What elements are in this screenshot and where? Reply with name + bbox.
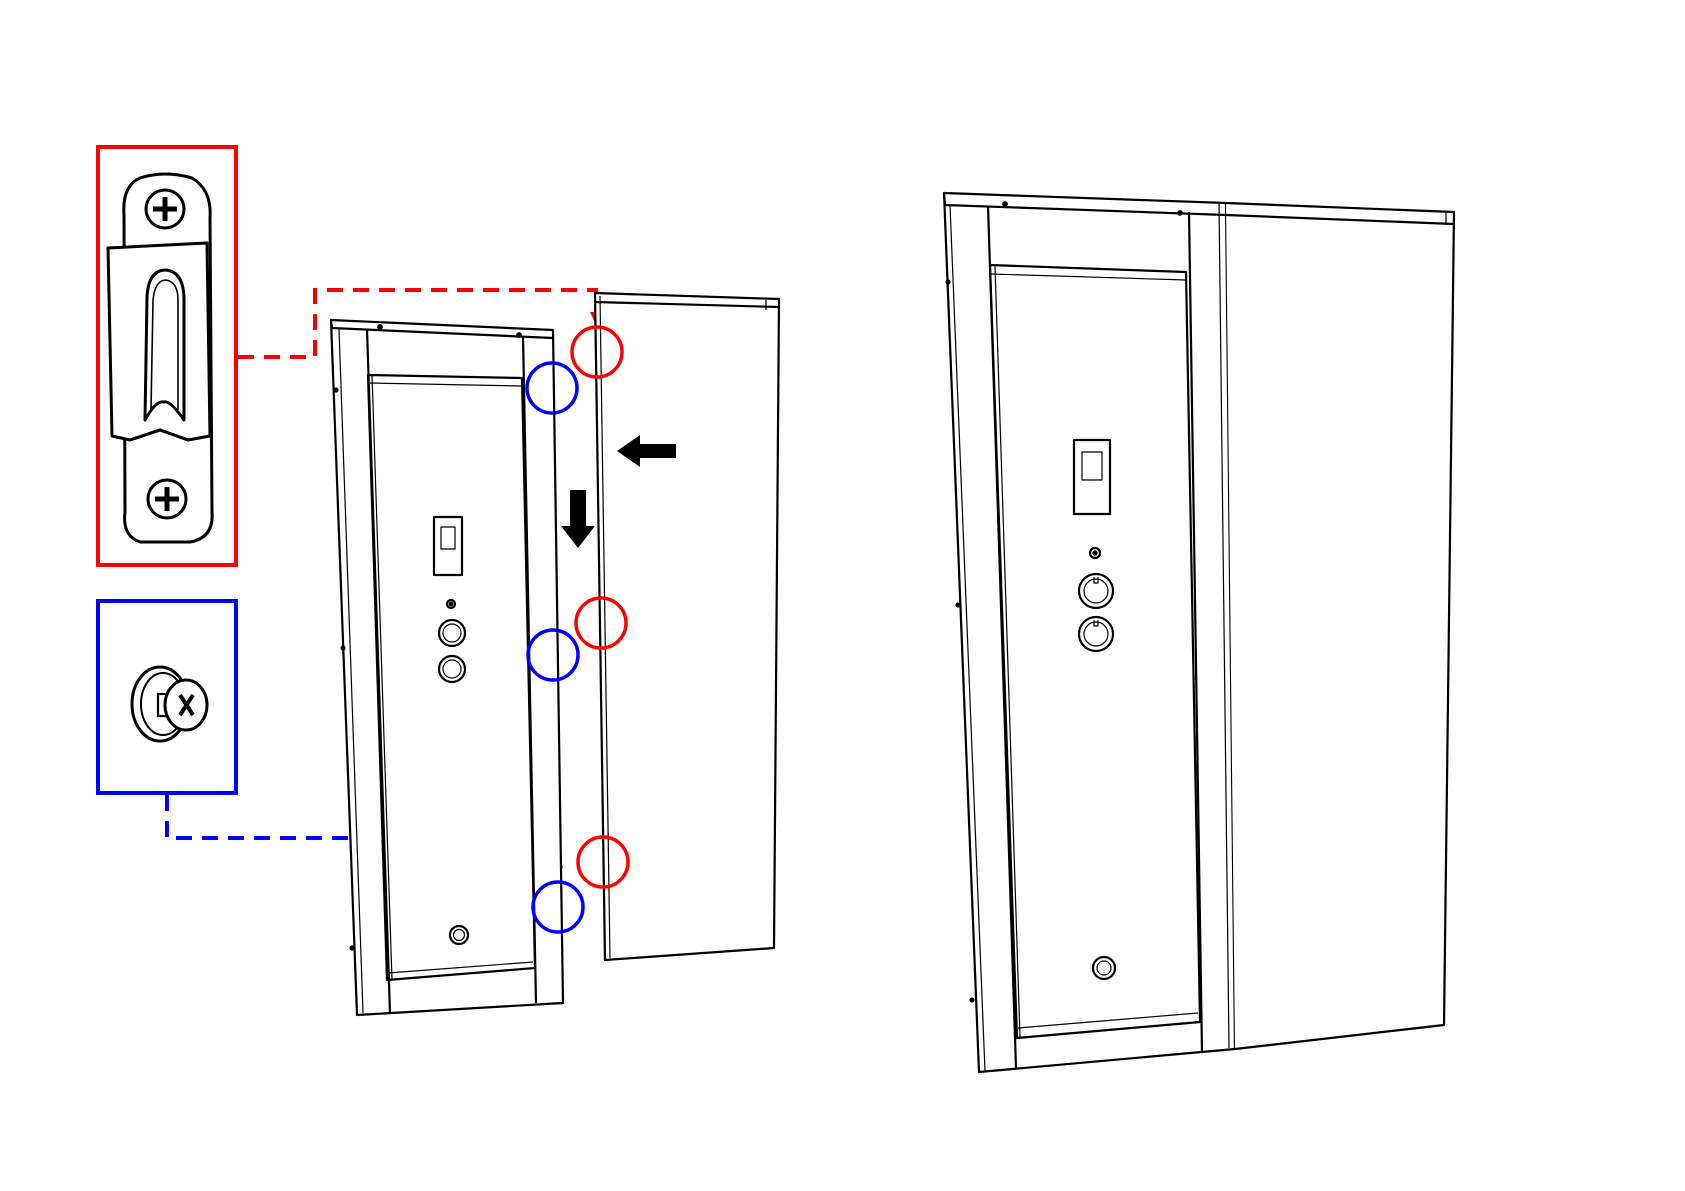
framed-door-panel xyxy=(331,320,563,1015)
mounting-stud-icon xyxy=(132,667,207,741)
slide-down-arrow xyxy=(561,490,595,548)
mounting-stud-callout xyxy=(98,601,236,793)
assembled-door-panels xyxy=(944,193,1454,1072)
keyhole-bracket-icon xyxy=(108,174,212,542)
plain-door-panel xyxy=(595,293,779,960)
keyhole-bracket-callout xyxy=(98,147,236,565)
